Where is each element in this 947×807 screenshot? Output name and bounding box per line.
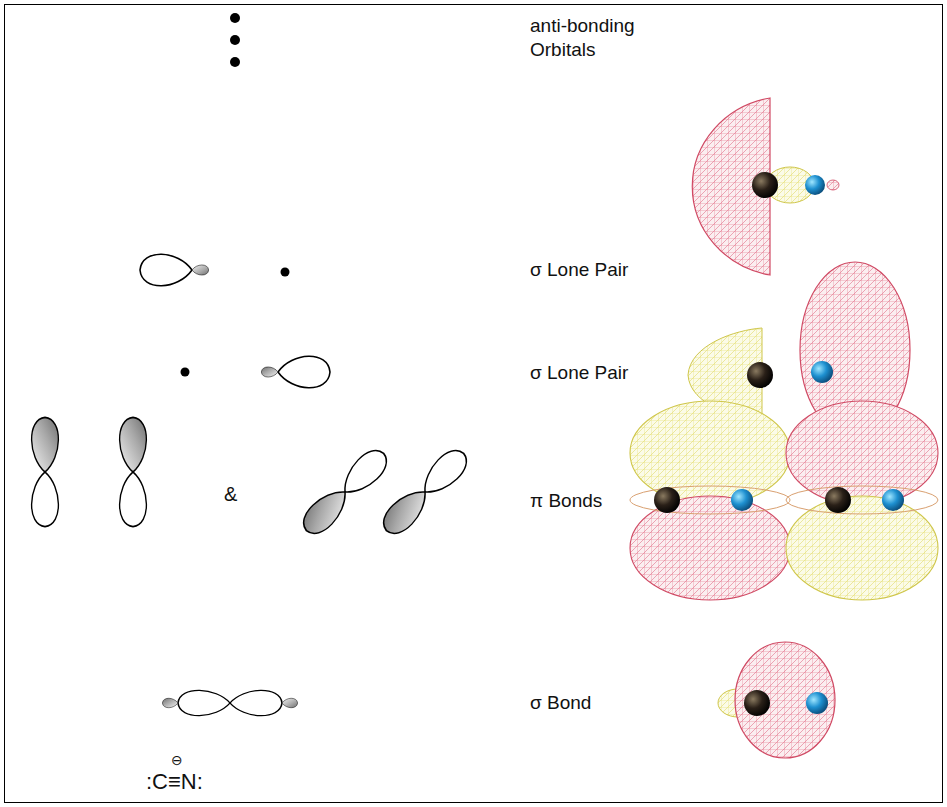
level-label: σ Lone Pair xyxy=(530,258,628,282)
orbital-sketches xyxy=(32,254,473,715)
level-label: σ Lone Pair xyxy=(530,361,628,385)
charge-symbol: ⊖ xyxy=(171,752,183,770)
orbital-renders xyxy=(630,98,938,758)
level-label: π Bonds xyxy=(530,489,602,513)
level-label: σ Bond xyxy=(530,691,591,715)
frame xyxy=(5,5,943,803)
ellipsis-dots xyxy=(230,13,240,67)
lewis-structure: :C≡N: xyxy=(146,768,203,796)
ampersand: & xyxy=(224,482,237,507)
level-label: anti-bonding Orbitals xyxy=(530,14,660,62)
